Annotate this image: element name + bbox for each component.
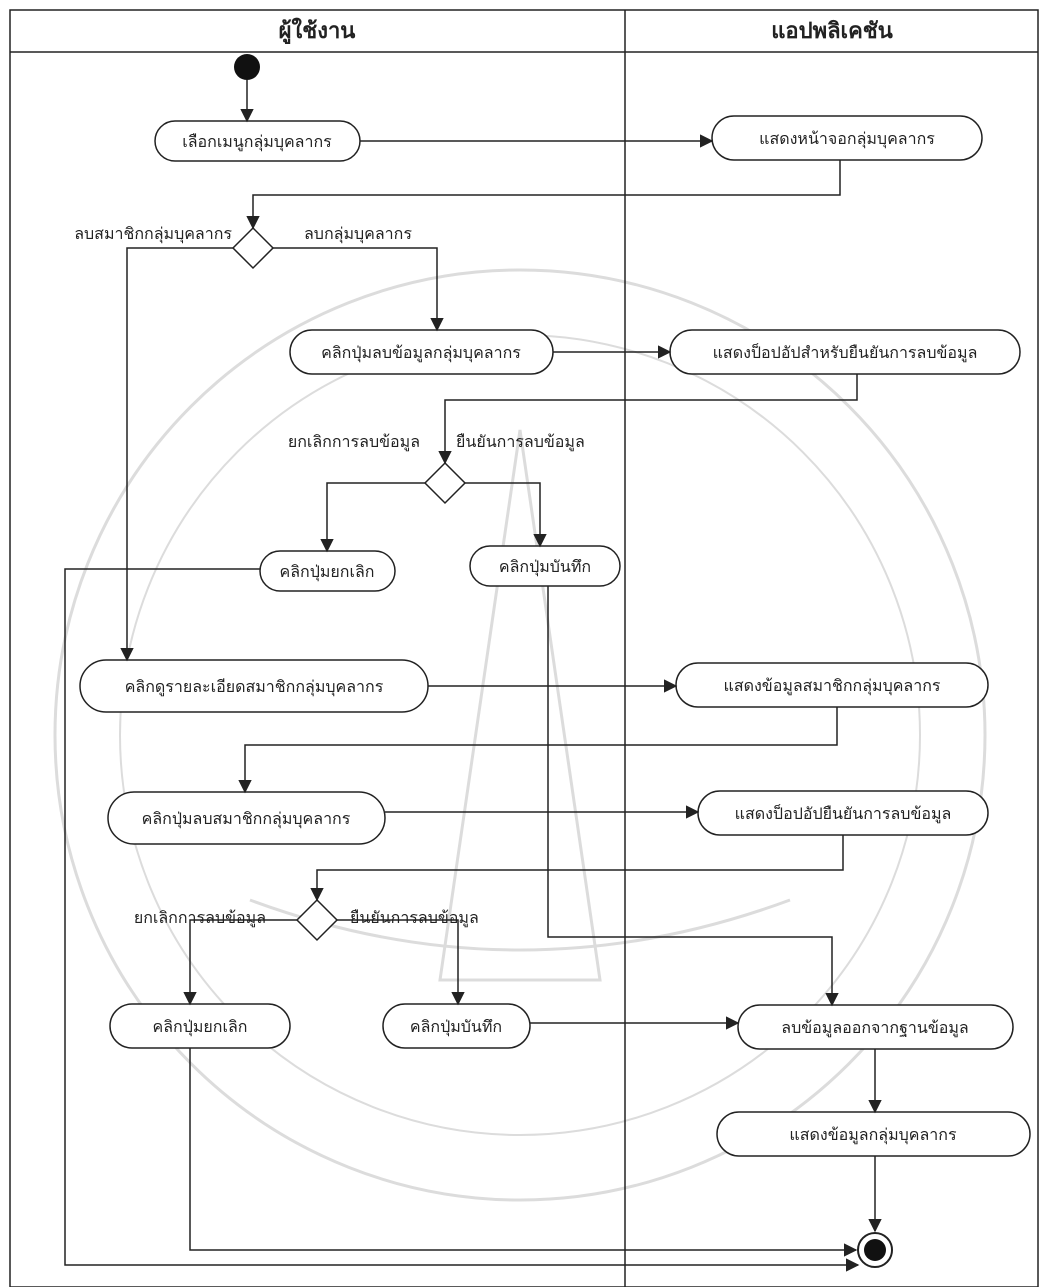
flow-decision1-to-view-members — [127, 248, 233, 660]
label-select-menu: เลือกเมนูกลุ่มบุคลากร — [182, 132, 332, 152]
final-node — [858, 1233, 892, 1267]
label-click-save-2: คลิกปุ่มบันทึก — [410, 1017, 502, 1037]
label-click-cancel-1: คลิกปุ่มยกเลิก — [280, 562, 375, 582]
label-click-delete-group-data: คลิกปุ่มลบข้อมูลกลุ่มบุคลากร — [321, 343, 521, 363]
label-show-member-data: แสดงข้อมูลสมาชิกกลุ่มบุคลากร — [724, 676, 941, 696]
flow-member-data-to-delete-member — [245, 707, 837, 792]
label-click-delete-member: คลิกปุ่มลบสมาชิกกลุ่มบุคลากร — [142, 809, 351, 829]
decision-node-3 — [297, 900, 337, 940]
flow-decision1-to-delete-group — [273, 248, 437, 330]
decision-node-1 — [233, 228, 273, 268]
label-click-save-1: คลิกปุ่มบันทึก — [499, 557, 591, 577]
label-click-cancel-2: คลิกปุ่มยกเลิก — [153, 1017, 248, 1037]
guard-cancel-delete-1: ยกเลิกการลบข้อมูล — [288, 432, 420, 452]
label-show-confirm-delete-popup: แสดงป็อปอัปยืนยันการลบข้อมูล — [735, 803, 952, 824]
flow-show-screen-to-decision1 — [253, 160, 840, 228]
label-click-view-member-details: คลิกดูรายละเอียดสมาชิกกลุ่มบุคลากร — [125, 677, 384, 697]
guard-confirm-delete-2: ยืนยันการลบข้อมูล — [350, 908, 479, 928]
initial-node — [234, 54, 260, 80]
swimlanes — [10, 10, 1038, 1287]
guard-delete-group: ลบกลุ่มบุคลากร — [304, 224, 412, 244]
label-show-group-screen: แสดงหน้าจอกลุ่มบุคลากร — [759, 129, 935, 149]
lane-title-application: แอปพลิเคชัน — [771, 19, 893, 44]
flow-decision3-to-cancel2 — [190, 920, 297, 1004]
guard-delete-member: ลบสมาชิกกลุ่มบุคลากร — [74, 224, 232, 244]
lane-title-user: ผู้ใช้งาน — [279, 17, 356, 45]
guard-cancel-delete-2: ยกเลิกการลบข้อมูล — [134, 908, 266, 928]
flow-decision2-to-cancel1 — [327, 483, 425, 551]
label-show-confirm-popup: แสดงป็อปอัปสำหรับยืนยันการลบข้อมูล — [713, 342, 978, 363]
decision-node-2 — [425, 463, 465, 503]
label-show-group-data: แสดงข้อมูลกลุ่มบุคลากร — [789, 1125, 957, 1145]
watermark-seal — [55, 270, 985, 1200]
guard-confirm-delete-1: ยืนยันการลบข้อมูล — [456, 432, 585, 452]
label-delete-from-db: ลบข้อมูลออกจากฐานข้อมูล — [781, 1018, 968, 1038]
